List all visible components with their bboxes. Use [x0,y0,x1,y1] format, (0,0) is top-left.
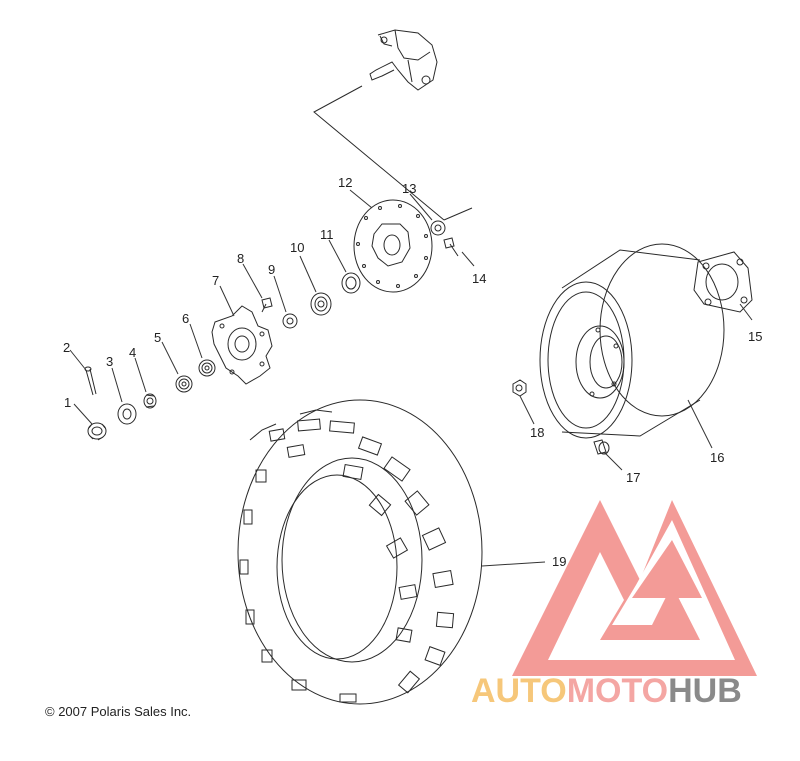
brake-disc-part [353,199,433,293]
callout-13: 13 [402,181,416,196]
steering-knuckle-part [369,29,438,91]
brand-auto-text: AUTO [471,672,567,710]
wheel-hub-part [211,305,273,385]
callout-10: 10 [290,240,304,255]
stud-bolt-part [261,297,273,313]
callout-1: 1 [64,395,71,410]
brand-hub-text: HUB [668,672,742,710]
copyright-text: © 2007 Polaris Sales Inc. [45,704,192,719]
callout-17: 17 [626,470,640,485]
callout-labels: 1 2 3 4 5 6 7 8 9 10 11 12 13 14 15 16 1… [63,175,762,569]
spacer-part [143,393,157,409]
callout-15: 15 [748,329,762,344]
tire-part [237,399,483,705]
callout-16: 16 [710,450,724,465]
washer-part [117,403,137,425]
lug-nut-part [512,379,527,397]
callout-4: 4 [129,345,136,360]
inner-bearing-part [310,292,332,316]
callout-14: 14 [472,271,486,286]
callout-3: 3 [106,354,113,369]
valve-stem-part [593,439,610,455]
seal-part [175,375,193,393]
leader-lines [69,189,753,567]
watermark-logo-icon [512,500,757,676]
cotter-pin-part [84,366,97,396]
bushing-part [430,220,446,236]
callout-9: 9 [268,262,275,277]
callout-12: 12 [338,175,352,190]
callout-2: 2 [63,340,70,355]
hub-spacer-part [282,313,298,329]
callout-8: 8 [237,251,244,266]
callout-11: 11 [320,227,334,242]
knuckle-leader-line [313,85,473,221]
bearing-part [198,359,216,377]
callout-19: 19 [552,554,566,569]
callout-5: 5 [154,330,161,345]
castle-nut-part [87,422,107,441]
disc-bolt-part [443,237,459,257]
inner-seal-part [341,272,361,294]
watermark-brand-text: AUTOMOTOHUB [471,672,742,711]
wheel-rim-part [539,243,725,439]
wheel-gasket-part [693,251,753,313]
callout-6: 6 [182,311,189,326]
callout-7: 7 [212,273,219,288]
brand-moto-text: MOTO [566,672,669,710]
callout-18: 18 [530,425,544,440]
